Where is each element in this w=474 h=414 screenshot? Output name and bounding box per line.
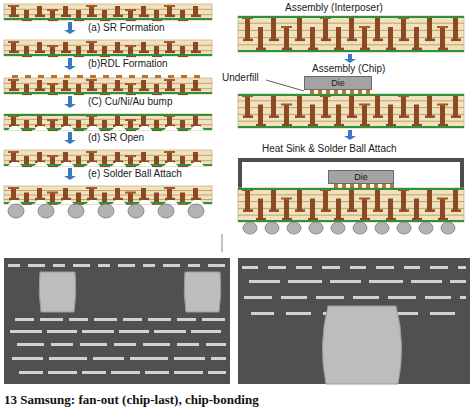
step-label: (C) Cu/Ni/Au bump (88, 96, 172, 108)
substrate-strip (4, 4, 212, 21)
process-arrow (64, 168, 76, 180)
substrate-strip (4, 40, 212, 57)
substrate-strip (4, 186, 212, 218)
substrate-strip (4, 75, 212, 95)
process-arrow (344, 130, 356, 140)
figure-caption: 13 Samsung: fan-out (chip-last), chip-bo… (4, 392, 259, 408)
step-label: (b)RDL Formation (88, 58, 168, 70)
die-label: Die (354, 172, 368, 183)
die-box: Die (304, 76, 372, 90)
step-label: (a) SR Formation (88, 22, 165, 34)
process-arrow (64, 58, 76, 70)
step-label: Assembly (Chip) (312, 63, 385, 75)
substrate-strip (238, 188, 464, 234)
step-label: Heat Sink & Solder Ball Attach (262, 143, 397, 155)
die-box: Die (328, 170, 394, 184)
process-arrow (344, 54, 356, 63)
step-label: (e) Solder Ball Attach (88, 168, 182, 180)
cross-section-photo (238, 258, 470, 384)
leader-line (266, 80, 304, 91)
process-arrow (64, 96, 76, 108)
substrate-strip (4, 114, 212, 131)
die-label: Die (331, 78, 345, 89)
substrate-strip (4, 150, 212, 167)
cross-section-photo (4, 258, 230, 384)
substrate-strip (238, 94, 464, 128)
process-arrow (64, 22, 76, 34)
step-label: Assembly (Interposer) (285, 2, 383, 14)
step-label: Underfill (222, 72, 259, 84)
process-arrow (64, 132, 76, 144)
substrate-strip (238, 16, 464, 52)
step-label: (d) SR Open (88, 132, 144, 144)
